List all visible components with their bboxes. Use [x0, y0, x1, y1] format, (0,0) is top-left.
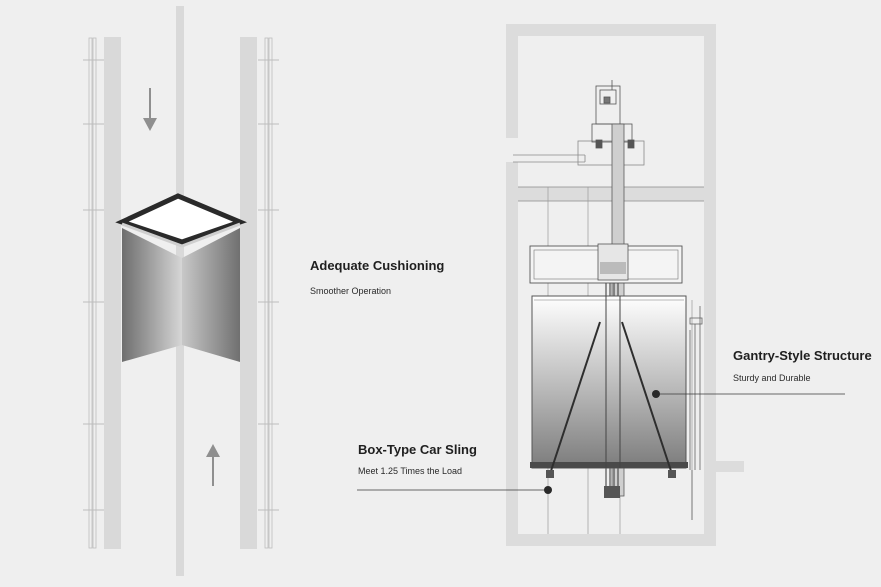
sling-feet: [546, 470, 676, 498]
sling-braces: [549, 321, 673, 475]
traction-machine: [591, 80, 635, 149]
gantry-title: Gantry-Style Structure: [733, 348, 872, 363]
callout-gantry: [652, 390, 845, 398]
crosshead: [529, 243, 683, 284]
gantry-subtitle: Sturdy and Durable: [733, 373, 811, 383]
rail-brackets: [83, 59, 279, 511]
arrow-down-icon: [143, 88, 157, 131]
car-body: [530, 295, 688, 469]
cushioning-subtitle: Smoother Operation: [310, 286, 392, 296]
callout-dot-icon: [544, 486, 552, 494]
right-thin-rail: [264, 37, 273, 549]
shaft-walls: [506, 24, 744, 546]
shaft-system: [506, 24, 744, 546]
left-thin-rail: [88, 37, 97, 549]
door-panel: [689, 306, 703, 520]
shaft-details: [513, 140, 704, 202]
right-main-rail: [240, 37, 257, 549]
sling-subtitle: Meet 1.25 Times the Load: [358, 466, 463, 476]
left-rail-system: [83, 6, 279, 576]
callout-dot-icon: [652, 390, 660, 398]
left-main-rail: [104, 37, 121, 549]
cushioning-title: Adequate Cushioning: [310, 258, 445, 273]
callout-sling: [357, 486, 552, 494]
sling-title: Box-Type Car Sling: [358, 442, 477, 457]
arrow-up-icon: [206, 444, 220, 486]
cushioning-block: [115, 193, 248, 362]
